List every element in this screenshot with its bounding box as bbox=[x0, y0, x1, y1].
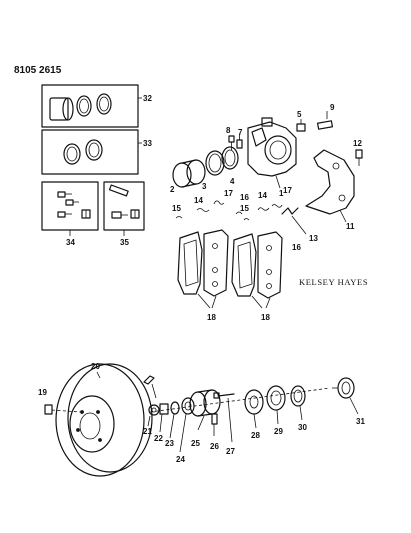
callout-16a: 16 bbox=[240, 193, 249, 202]
kit-box-35 bbox=[103, 181, 145, 236]
callout-30: 30 bbox=[298, 423, 307, 432]
callout-23: 23 bbox=[165, 439, 174, 448]
callout-21: 21 bbox=[143, 427, 152, 436]
callout-3: 3 bbox=[202, 182, 207, 191]
callout-13: 13 bbox=[309, 234, 318, 243]
callout-14a: 14 bbox=[194, 196, 203, 205]
piston bbox=[172, 159, 206, 188]
hub-bolt bbox=[211, 413, 218, 436]
splash-shield-bolt bbox=[213, 392, 235, 443]
guide-pin bbox=[316, 111, 334, 130]
pad-springs bbox=[175, 200, 283, 221]
mounting-bolt bbox=[355, 149, 363, 166]
callout-8: 8 bbox=[226, 126, 231, 135]
bleeder-screw bbox=[228, 134, 243, 150]
grease-cap bbox=[332, 377, 359, 415]
piston-seal bbox=[221, 146, 239, 170]
callout-19: 19 bbox=[38, 388, 47, 397]
callout-17a: 17 bbox=[224, 189, 233, 198]
washer bbox=[169, 401, 180, 439]
part-number-header: 8105 2615 bbox=[14, 65, 62, 76]
inner-bearing bbox=[266, 385, 286, 425]
callout-16b: 16 bbox=[292, 243, 301, 252]
callout-4: 4 bbox=[230, 177, 235, 186]
callout-15b: 15 bbox=[240, 204, 249, 213]
callout-5: 5 bbox=[297, 110, 302, 119]
caliper-housing bbox=[247, 117, 297, 189]
callout-29: 29 bbox=[274, 427, 283, 436]
callout-32: 32 bbox=[143, 94, 152, 103]
callout-34: 34 bbox=[66, 238, 75, 247]
callout-18b: 18 bbox=[261, 313, 270, 322]
callout-2: 2 bbox=[170, 185, 175, 194]
callout-14b: 14 bbox=[258, 191, 267, 200]
spindle-nut bbox=[159, 403, 169, 433]
wheel-stud bbox=[44, 404, 81, 415]
callout-31: 31 bbox=[356, 417, 365, 426]
dust-boot bbox=[205, 150, 225, 176]
callout-17b: 17 bbox=[283, 186, 292, 195]
guide-pin-bushing bbox=[296, 119, 306, 132]
callout-7: 7 bbox=[238, 128, 243, 137]
caliper-adapter bbox=[305, 149, 355, 223]
hub-axis-line bbox=[149, 387, 331, 413]
outer-bearing bbox=[179, 397, 195, 453]
callout-12: 12 bbox=[353, 139, 362, 148]
brake-pads-right bbox=[231, 231, 283, 309]
callout-28: 28 bbox=[251, 431, 260, 440]
callout-35: 35 bbox=[120, 238, 129, 247]
callout-15a: 15 bbox=[172, 204, 181, 213]
callout-20: 20 bbox=[91, 362, 100, 371]
cotter-pin bbox=[143, 375, 160, 427]
callout-26: 26 bbox=[210, 442, 219, 451]
callout-11: 11 bbox=[346, 222, 355, 231]
manufacturer-note: KELSEY HAYES bbox=[299, 277, 368, 287]
brake-rotor bbox=[55, 363, 153, 477]
bearing-race bbox=[290, 385, 306, 421]
brake-pads-left bbox=[177, 229, 229, 309]
callout-24: 24 bbox=[176, 455, 185, 464]
callout-33: 33 bbox=[143, 139, 152, 148]
callout-18a: 18 bbox=[207, 313, 216, 322]
callout-9: 9 bbox=[330, 103, 335, 112]
callout-1: 1 bbox=[279, 189, 284, 198]
callout-22: 22 bbox=[154, 434, 163, 443]
callout-27: 27 bbox=[226, 447, 235, 456]
hub bbox=[189, 389, 221, 431]
callout-25: 25 bbox=[191, 439, 200, 448]
kit-box-34 bbox=[41, 181, 99, 236]
anti-rattle-clip bbox=[281, 207, 307, 235]
kit-box-33 bbox=[41, 129, 142, 175]
grease-seal bbox=[244, 389, 264, 429]
kit-box-32 bbox=[41, 84, 142, 128]
